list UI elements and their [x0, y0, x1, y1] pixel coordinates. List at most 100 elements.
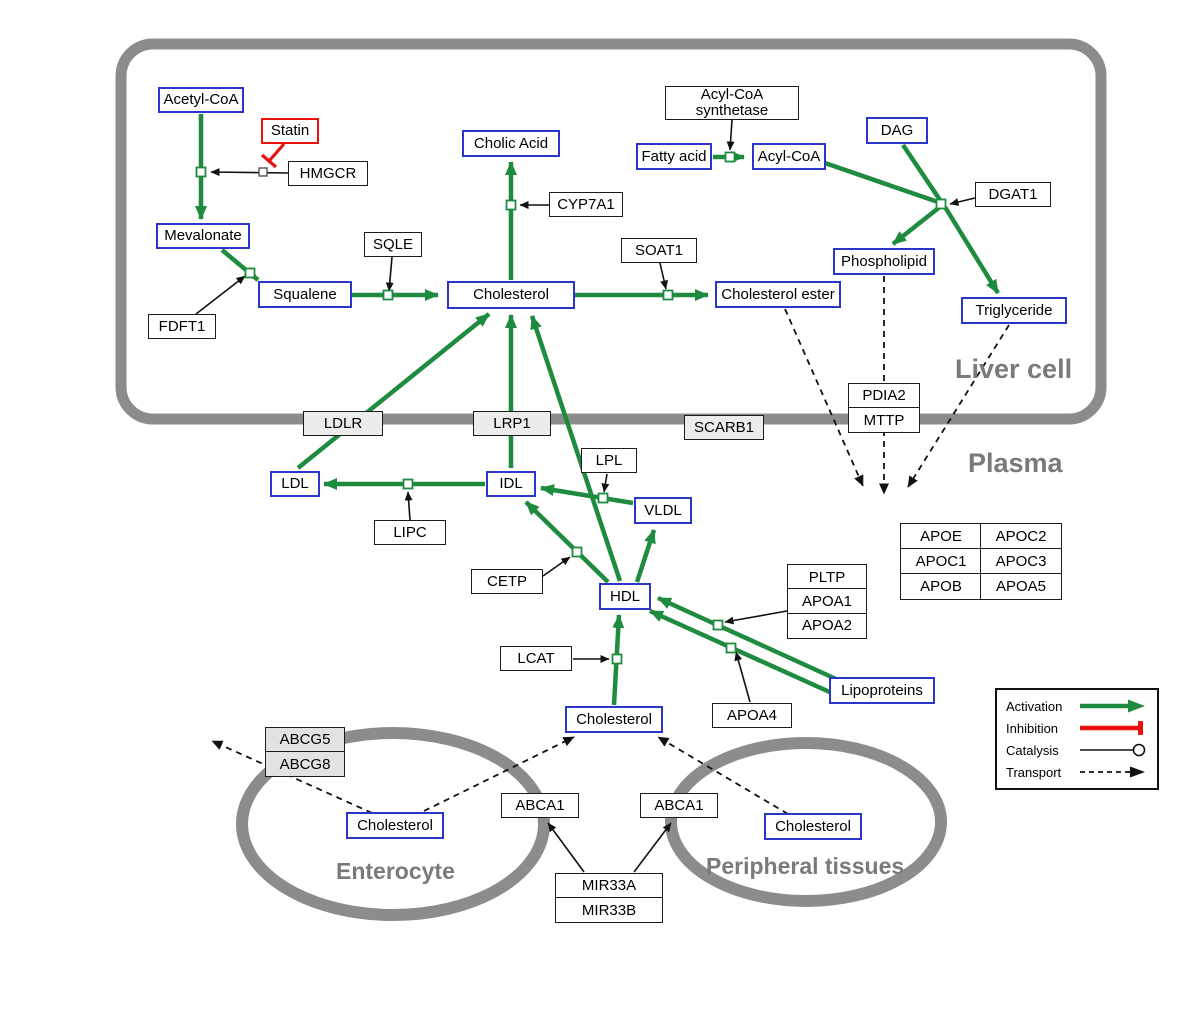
node-mttp[interactable]: MTTP	[848, 407, 920, 433]
node-cetp[interactable]: CETP	[471, 569, 543, 594]
node-apoa4[interactable]: APOA4	[712, 703, 792, 728]
enterocyte-label: Enterocyte	[336, 858, 455, 884]
node-lcat[interactable]: LCAT	[500, 646, 572, 671]
node-hdl[interactable]: HDL	[599, 583, 651, 610]
edge-junction-triglyceride	[943, 205, 1000, 295]
legend-row-transport: Transport	[1006, 764, 1148, 780]
node-soat1[interactable]: SOAT1	[621, 238, 697, 263]
mir33-complex[interactable]: MIR33A MIR33B	[555, 873, 663, 923]
node-apob[interactable]: APOB	[900, 573, 982, 600]
node-lipc[interactable]: LIPC	[374, 520, 446, 545]
catalysis-cetp	[542, 556, 571, 577]
node-phospholipid[interactable]: Phospholipid	[833, 248, 935, 275]
activation-arrow-icon	[1080, 699, 1145, 713]
node-cholic-acid[interactable]: Cholic Acid	[462, 130, 560, 157]
node-cyp7a1[interactable]: CYP7A1	[549, 192, 623, 217]
catalysis-soat1	[659, 262, 668, 290]
node-triglyceride[interactable]: Triglyceride	[961, 297, 1067, 324]
node-acyl-coa[interactable]: Acyl-CoA	[752, 143, 826, 170]
node-lipoproteins[interactable]: Lipoproteins	[829, 677, 935, 704]
regulation-mir33-abca1-left	[547, 822, 585, 873]
node-fdft1[interactable]: FDFT1	[148, 314, 216, 339]
anchor-lipoproteins-hdl-upper	[712, 619, 724, 631]
edge-dag-junction	[901, 143, 942, 202]
edge-ldl-cholesterol-via-ldlr	[296, 312, 491, 470]
edge-hdl-cholesterol-liver	[529, 315, 623, 582]
node-apoc2[interactable]: APOC2	[980, 523, 1062, 550]
node-sqle[interactable]: SQLE	[364, 232, 422, 257]
node-cholesterol-peripheral[interactable]: Cholesterol	[764, 813, 862, 840]
catalysis-pltp-apoa	[724, 610, 788, 625]
node-idl[interactable]: IDL	[486, 471, 536, 497]
node-abcg5[interactable]: ABCG5	[265, 727, 345, 753]
node-dag[interactable]: DAG	[866, 117, 928, 144]
legend-transport-label: Transport	[1006, 764, 1062, 780]
catalysis-dgat1	[949, 197, 976, 206]
abcg5-abcg8-complex[interactable]: ABCG5 ABCG8	[265, 727, 345, 777]
anchor-squalene-cholesterol	[382, 289, 394, 301]
pdia2-mttp-complex[interactable]: PDIA2 MTTP	[848, 383, 920, 433]
peripheral-tissues-label: Peripheral tissues	[706, 853, 905, 879]
node-pltp[interactable]: PLTP	[787, 564, 867, 591]
node-abca1-peripheral[interactable]: ABCA1	[640, 793, 718, 818]
liver-cell-membrane	[115, 38, 1107, 425]
node-pdia2[interactable]: PDIA2	[848, 383, 920, 409]
reaction-anchors	[195, 151, 947, 665]
inhibition-statin-tbar	[260, 153, 278, 169]
node-vldl[interactable]: VLDL	[634, 497, 692, 524]
catalysis-circle-icon	[1080, 743, 1146, 757]
anchor-hdl-idl	[571, 546, 583, 558]
node-apoa2[interactable]: APOA2	[787, 612, 867, 639]
anchor-idl-ldl	[402, 478, 414, 490]
node-lpl[interactable]: LPL	[581, 448, 637, 473]
transport-enterocyte-cholesterol-plasma	[423, 736, 575, 812]
node-dgat1[interactable]: DGAT1	[975, 182, 1051, 207]
edge-hdl-vldl	[634, 529, 657, 583]
node-acetyl-coa[interactable]: Acetyl-CoA	[158, 87, 244, 113]
node-cholesterol-ester[interactable]: Cholesterol ester	[715, 281, 841, 308]
pltp-apoa-complex[interactable]: PLTP APOA1 APOA2	[787, 564, 867, 639]
transport-peripheral-cholesterol-plasma	[657, 736, 789, 815]
node-hmgcr[interactable]: HMGCR	[288, 161, 368, 186]
node-squalene[interactable]: Squalene	[258, 281, 352, 308]
node-mir33b[interactable]: MIR33B	[555, 897, 663, 923]
inhibition-edges	[260, 142, 286, 169]
node-cholesterol-liver[interactable]: Cholesterol	[447, 281, 575, 309]
catalysis-hmgcr	[210, 168, 289, 177]
node-acyl-coa-synthetase[interactable]: Acyl-CoA synthetase	[665, 86, 799, 120]
node-apoc3[interactable]: APOC3	[980, 548, 1062, 575]
node-ldl[interactable]: LDL	[270, 471, 320, 497]
regulation-mir33-abca1-right	[633, 822, 672, 873]
node-scarb1[interactable]: SCARB1	[684, 415, 764, 440]
transport-cholesterol-abcg-export	[211, 740, 373, 814]
edge-vldl-idl	[540, 484, 634, 506]
catalysis-edges	[195, 119, 976, 873]
node-statin[interactable]: Statin	[261, 118, 319, 144]
anchor-acetylcoa-mevalonate	[195, 166, 207, 178]
node-lrp1[interactable]: LRP1	[473, 411, 551, 436]
node-apoa1[interactable]: APOA1	[787, 588, 867, 615]
node-apoe[interactable]: APOE	[900, 523, 982, 550]
node-apoa5[interactable]: APOA5	[980, 573, 1062, 600]
node-mevalonate[interactable]: Mevalonate	[156, 223, 250, 249]
node-abca1-enterocyte[interactable]: ABCA1	[501, 793, 579, 818]
node-cholesterol-plasma[interactable]: Cholesterol	[565, 706, 663, 733]
anchor-dgat-junction	[935, 198, 947, 210]
legend-row-activation: Activation	[1006, 698, 1148, 714]
catalysis-fdft1	[195, 275, 246, 315]
legend-inhibition-label: Inhibition	[1006, 720, 1059, 736]
transport-triglyceride-plasma	[907, 324, 1010, 488]
node-fatty-acid[interactable]: Fatty acid	[636, 143, 712, 170]
node-apoc1[interactable]: APOC1	[900, 548, 982, 575]
node-ldlr[interactable]: LDLR	[303, 411, 383, 436]
legend-catalysis-label: Catalysis	[1006, 742, 1059, 758]
node-cholesterol-enterocyte[interactable]: Cholesterol	[346, 812, 444, 839]
catalysis-apoa4	[734, 651, 751, 703]
apolipoprotein-table[interactable]: APOE APOC2 APOC1 APOC3 APOB APOA5	[900, 523, 1062, 600]
node-mir33a[interactable]: MIR33A	[555, 873, 663, 899]
catalysis-lpl	[601, 473, 610, 493]
transport-dashed-arrow-icon	[1080, 766, 1145, 778]
node-abcg8[interactable]: ABCG8	[265, 751, 345, 777]
legend-row-inhibition: Inhibition	[1006, 720, 1148, 736]
